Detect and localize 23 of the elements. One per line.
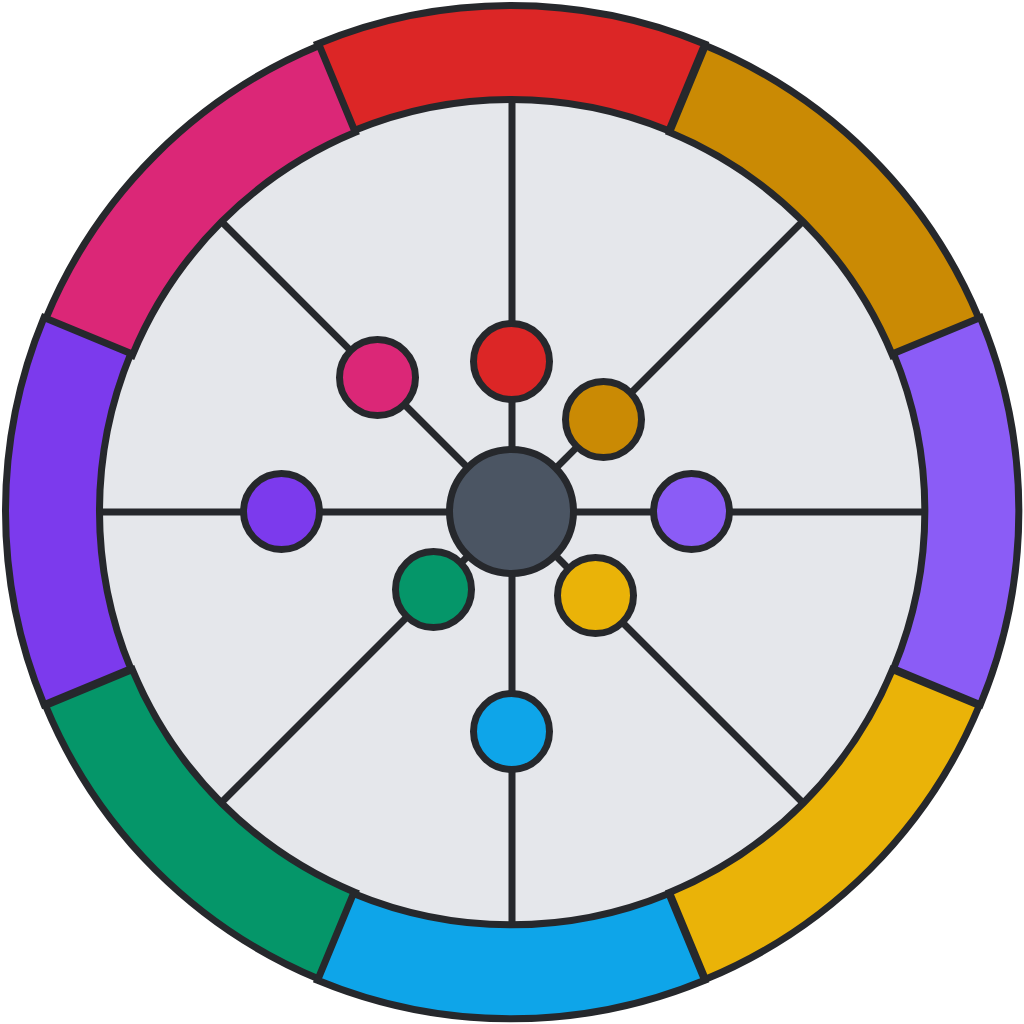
spoke-line (732, 508, 924, 516)
ring-segment (666, 41, 983, 358)
spoke-line (218, 615, 409, 806)
center-hub (446, 446, 578, 578)
spoke-line (576, 508, 652, 516)
ring-segment (314, 2, 710, 135)
ring-segment (314, 889, 710, 1022)
ring-segment (2, 314, 135, 710)
ring-segment (41, 41, 358, 358)
spoke-line (322, 508, 448, 516)
spoke-line (621, 621, 806, 806)
spoke-line (508, 576, 516, 692)
spoke-line (629, 218, 806, 395)
spoke-line (508, 100, 516, 322)
spoke-line (218, 218, 352, 352)
spoke-line (100, 508, 242, 516)
spoke-line (403, 403, 470, 470)
spoke-line (508, 772, 516, 924)
spoke-line (508, 402, 516, 448)
ring-segment (666, 666, 983, 983)
spoke-line (554, 445, 579, 470)
ring-segment (889, 314, 1022, 710)
ring-segment (41, 666, 358, 983)
